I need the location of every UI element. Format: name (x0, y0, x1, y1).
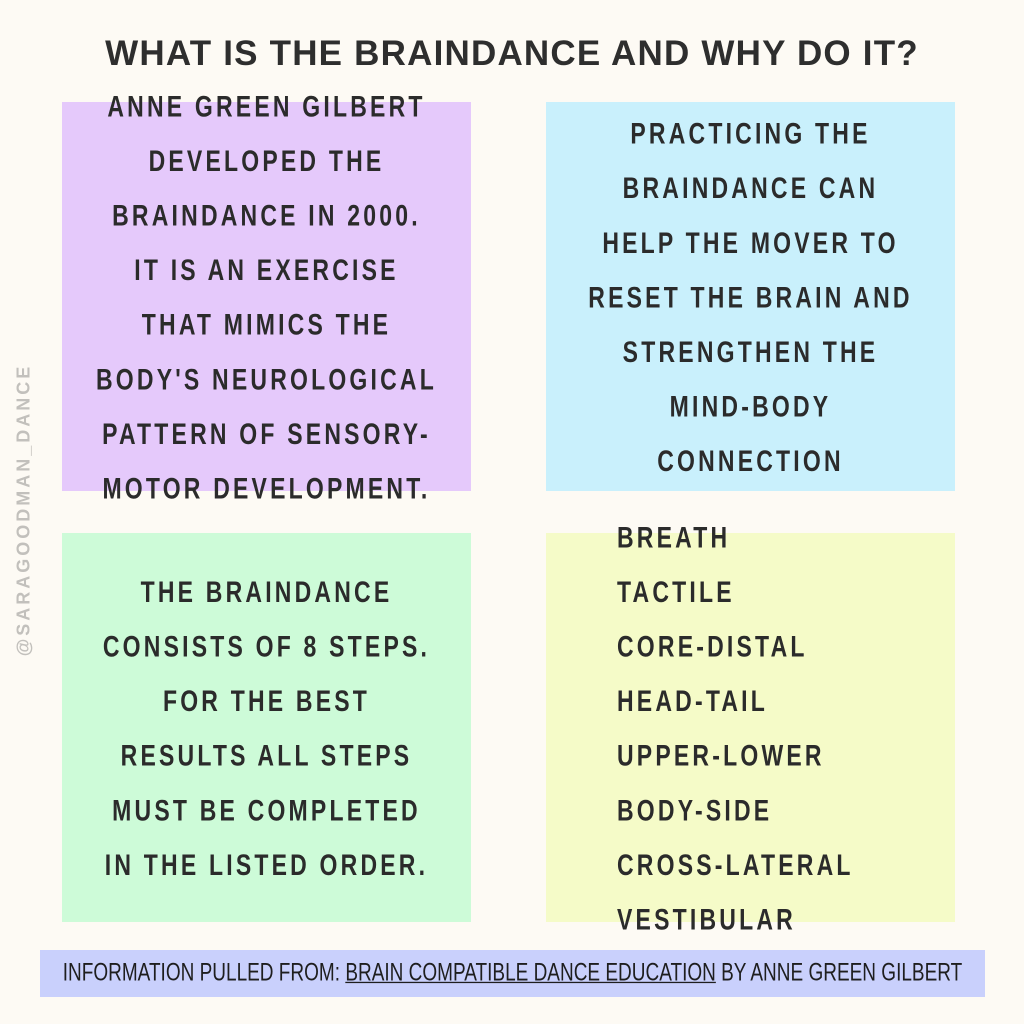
text-line: CONSISTS OF 8 STEPS. (102, 628, 431, 663)
text-line: MOTOR DEVELOPMENT. (102, 470, 431, 505)
text-line: THE BRAINDANCE (140, 574, 393, 608)
book-title-link: BRAIN COMPATIBLE DANCE EDUCATION (345, 959, 716, 987)
text-line: CONNECTION (657, 443, 844, 478)
steps-info-card: THE BRAINDANCE CONSISTS OF 8 STEPS. FOR TH… (62, 533, 471, 922)
text-line: UPPER-LOWER (617, 737, 825, 772)
steps-list-card: BREATH TACTILE CORE-DISTAL HEAD-TAIL UPPER-L… (546, 520, 955, 936)
steps-list: BREATH TACTILE CORE-DISTAL HEAD-TAIL UPPER-L… (617, 509, 854, 946)
text-line: BRAINDANCE CAN (622, 170, 879, 205)
text-line: RESET THE BRAIN AND (588, 279, 913, 314)
text-line: CROSS-LATERAL (617, 847, 854, 881)
benefits-text: PRACTICING THE BRAINDANCE CAN HELP THE MOV… (588, 105, 912, 487)
text-line: TACTILE (617, 574, 735, 608)
text-line: HELP THE MOVER TO (602, 225, 899, 259)
text-line: BODY-SIDE (617, 792, 773, 827)
watermark: @SARAGOODMAN_DANCE (13, 363, 34, 657)
history-text: ANNE GREEN GILBERT DEVELOPED THE BRAINDANC… (96, 78, 437, 515)
text-line: DEVELOPED THE (148, 143, 385, 177)
footer-prefix: INFORMATION PULLED FROM: (62, 959, 346, 987)
benefits-card: PRACTICING THE BRAINDANCE CAN HELP THE MOV… (546, 102, 955, 491)
steps-info-text: THE BRAINDANCE CONSISTS OF 8 STEPS. FOR TH… (103, 564, 430, 892)
page-title: WHAT IS THE BRAINDANCE AND WHY DO IT? (105, 34, 919, 73)
text-line: IN THE LISTED ORDER. (104, 847, 429, 881)
source-footer: INFORMATION PULLED FROM: BRAIN COMPATIBL… (40, 950, 985, 997)
text-line: THAT MIMICS THE (141, 306, 392, 341)
text-line: PATTERN OF SENSORY- (102, 416, 431, 450)
text-line: BODY'S NEUROLOGICAL (95, 361, 437, 396)
text-line: FOR THE BEST (162, 683, 371, 718)
history-card: ANNE GREEN GILBERT DEVELOPED THE BRAINDANC… (62, 89, 471, 505)
text-line: MUST BE COMPLETED (112, 792, 421, 827)
footer-suffix: BY ANNE GREEN GILBERT (715, 959, 963, 987)
text-line: CORE-DISTAL (617, 628, 808, 663)
text-line: ANNE GREEN GILBERT (107, 88, 426, 123)
text-line: VESTIBULAR (617, 901, 796, 936)
text-line: HEAD-TAIL (617, 683, 769, 718)
text-line: RESULTS ALL STEPS (120, 737, 413, 772)
text-line: MIND-BODY (669, 388, 832, 423)
text-line: PRACTICING THE (630, 115, 871, 150)
text-line: BREATH (617, 519, 731, 554)
text-line: BRAINDANCE IN 2000. (112, 197, 421, 232)
text-line: STRENGTHEN THE (622, 334, 879, 368)
text-line: IT IS AN EXERCISE (134, 252, 399, 287)
